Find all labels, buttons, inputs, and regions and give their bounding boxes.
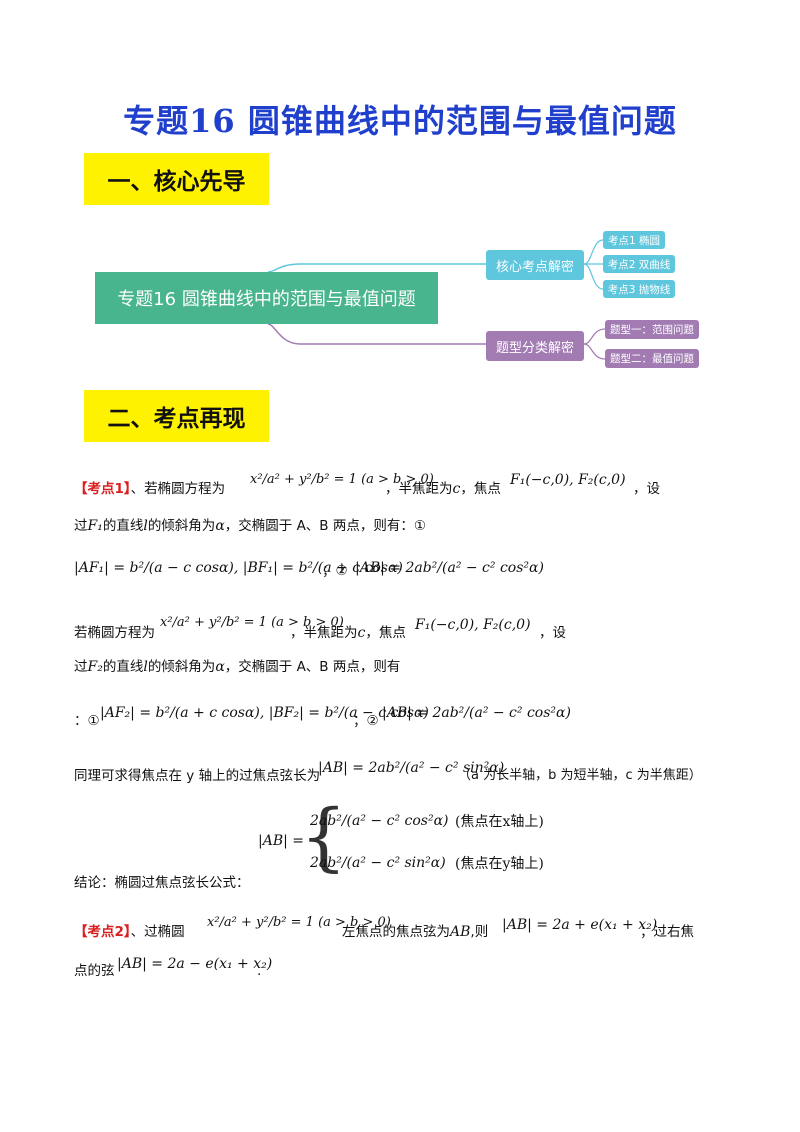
- focal-radius-formula-f1: |AF₁| = b²/(a − c cosα), |BF₁| = b²/(a +…: [74, 560, 403, 576]
- section-heading-points: 二、考点再现: [84, 390, 269, 442]
- left-focus-chord-formula: |AB| = 2a + e(x₁ + x₂): [502, 917, 658, 933]
- k2-line1-b: 左焦点的焦点弦为AB,则: [342, 924, 489, 940]
- k1-sep2b: ；②: [353, 713, 379, 729]
- mindmap-leaf-ellipse: 考点1 椭圆: [603, 231, 665, 249]
- mindmap-leaf-range-problems: 题型一：范围问题: [605, 320, 699, 339]
- brace-icon: {: [300, 794, 348, 880]
- foci-coordinates-2: F₁(−c,0), F₂(c,0): [415, 617, 531, 633]
- k2-period: .: [257, 963, 262, 979]
- case-y-axis-note: (焦点在y轴上): [455, 856, 544, 872]
- k1-line1-end: ，设: [633, 481, 660, 497]
- mindmap-leaf-extremum-problems: 题型二：最值问题: [605, 349, 699, 368]
- right-focus-chord-formula: |AB| = 2a − e(x₁ + x₂): [117, 956, 273, 972]
- case-x-axis-note: (焦点在x轴上): [455, 814, 544, 830]
- k2-tag: 【考点2】: [74, 924, 131, 940]
- k2-line1: 【考点2】、过椭圆: [74, 924, 185, 940]
- k1-line4-b: ，半焦距为c，焦点: [290, 625, 406, 641]
- conclusion-text: 结论：椭圆过焦点弦长公式：: [74, 875, 250, 891]
- ellipse-equation-2: x²/a² + y²/b² = 1 (a > b > 0): [160, 615, 344, 630]
- ellipse-equation: x²/a² + y²/b² = 1 (a > b > 0): [250, 472, 434, 487]
- k1-line1: 【考点1】、若椭圆方程为: [74, 481, 226, 497]
- mindmap-connectors: [267, 239, 606, 360]
- focal-radius-formula-f2: |AF₂| = b²/(a + c cosα), |BF₂| = b²/(a −…: [100, 705, 429, 721]
- mindmap-branch-question-types: 题型分类解密: [486, 331, 584, 361]
- k1-line2: 过F₁的直线l的倾斜角为α，交椭圆于 A、B 两点，则有：①: [74, 518, 426, 534]
- mindmap-center-node: 专题16 圆锥曲线中的范围与最值问题: [95, 272, 438, 324]
- k1-line7-note: （a 为长半轴，b 为短半轴，c 为半焦距）: [458, 768, 702, 783]
- chord-length-formula: |AB| = 2ab²/(a² − c² cos²α): [355, 560, 544, 576]
- ellipse-equation-3: x²/a² + y²/b² = 1 (a > b > 0): [207, 915, 391, 930]
- mindmap-branch-core-points: 核心考点解密: [486, 250, 584, 280]
- k2-line1-end: ；过右焦: [640, 924, 694, 940]
- page-title: 专题16 圆锥曲线中的范围与最值问题: [123, 102, 677, 140]
- ab-abs: |AB| =: [258, 833, 305, 849]
- chord-length-y-axis: |AB| = 2ab²/(a² − c² sin²α): [318, 760, 505, 776]
- k1-line5: 过F₂的直线l的倾斜角为α，交椭圆于 A、B 两点，则有: [74, 659, 401, 675]
- section-heading-core: 一、核心先导: [84, 153, 269, 205]
- k1-line4-end: ，设: [539, 625, 566, 641]
- case-y-axis-formula: 2ab²/(a² − c² sin²α): [310, 855, 446, 871]
- foci-coordinates: F₁(−c,0), F₂(c,0): [510, 472, 626, 488]
- k1-line4: 若椭圆方程为: [74, 625, 155, 641]
- k1-line1-b: ，半焦距为c，焦点: [385, 481, 501, 497]
- k1-line7: 同理可求得焦点在 y 轴上的过焦点弦长为: [74, 768, 321, 784]
- mindmap-leaf-hyperbola: 考点2 双曲线: [603, 255, 675, 273]
- k1-tag: 【考点1】: [74, 481, 131, 497]
- mindmap-leaf-parabola: 考点3 抛物线: [603, 280, 675, 298]
- k1-sep1b: ：①: [74, 713, 100, 729]
- k2-line2: 点的弦: [74, 963, 115, 979]
- k1-sep2: ；②: [322, 563, 348, 579]
- chord-length-formula-2: |AB| = 2ab²/(a² − c² cos²α): [382, 705, 571, 721]
- case-x-axis-formula: 2ab²/(a² − c² cos²α): [310, 813, 449, 829]
